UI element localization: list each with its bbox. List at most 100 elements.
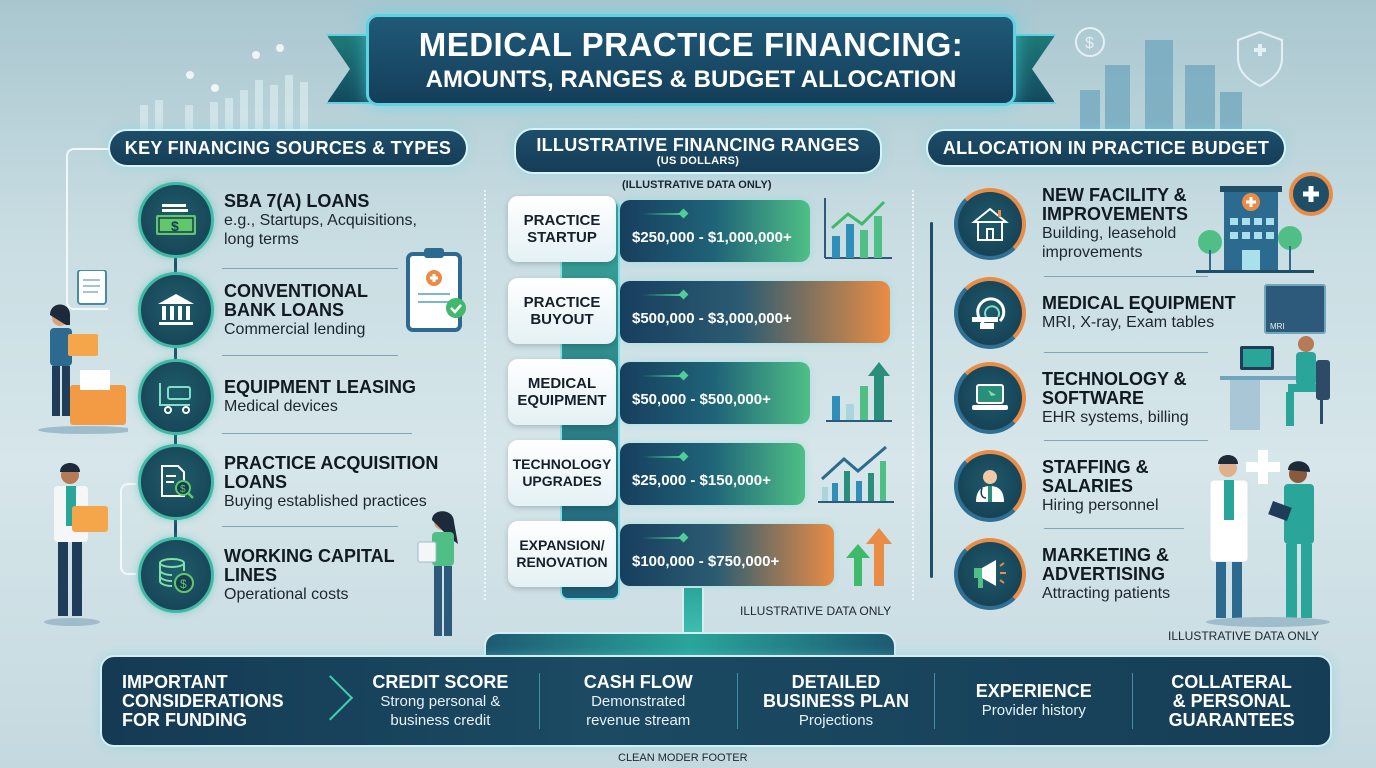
businesswoman-with-folder-illustration [38, 270, 128, 434]
source-title: EQUIPMENT LEASING [224, 377, 417, 397]
footer-separator [736, 673, 738, 729]
consideration-desc: Projections [798, 711, 874, 729]
cart-icon [138, 359, 214, 435]
source-desc: Medical devices [224, 398, 338, 415]
source-title: PRACTICE ACQUISITION LOANS [224, 452, 439, 492]
financing-sources-header-text: KEY FINANCING SOURCES & TYPES [124, 137, 452, 158]
range-value: $100,000 - $750,000+ [632, 552, 780, 570]
footer-separator [538, 673, 540, 729]
footer-caption: CLEAN MODER FOOTER [618, 752, 748, 764]
background-city-skyline-decoration: $ [1075, 27, 1283, 130]
right-connector-line [930, 222, 933, 578]
arrow-icon [642, 375, 684, 377]
financing-source-sba-loans: $ SBA 7(A) LOANS e.g., Startups, Acquisi… [138, 180, 478, 260]
allocation-desc: EHR systems, billing [1042, 408, 1189, 426]
divider [222, 268, 398, 269]
funding-considerations-footer: IMPORTANT CONSIDERATIONS FOR FUNDING CRE… [100, 655, 1332, 747]
mri-scanner-icon [954, 277, 1026, 349]
range-label-technology-upgrades: TECHNOLOGY UPGRADES [508, 440, 616, 506]
section-divider-right [912, 190, 914, 600]
doctor-and-nurse-illustration [1206, 450, 1330, 627]
left-bracket-line [66, 148, 108, 310]
consideration-business-plan: DETAILED BUSINESS PLAN Projections [738, 671, 935, 730]
title-line-2: AMOUNTS, RANGES & BUDGET ALLOCATION [425, 66, 957, 93]
allocation-title: MARKETING & ADVERTISING [1042, 544, 1169, 584]
divider [1044, 352, 1208, 353]
budget-allocation-header: ALLOCATION IN PRACTICE BUDGET [926, 129, 1286, 167]
range-value: $25,000 - $150,000+ [632, 471, 771, 489]
financing-sources-header: KEY FINANCING SOURCES & TYPES [108, 129, 468, 167]
budget-allocation-header-text: ALLOCATION IN PRACTICE BUDGET [942, 137, 1270, 158]
megaphone-icon [954, 538, 1026, 610]
consideration-title: DETAILED BUSINESS PLAN [762, 671, 909, 711]
svg-text:$: $ [180, 577, 187, 591]
range-bar-technology-upgrades: $25,000 - $150,000+ [620, 443, 805, 505]
divider [1044, 440, 1208, 441]
laptop-icon [954, 362, 1026, 434]
divider [1044, 276, 1208, 277]
allocation-staffing-salaries: STAFFING & SALARIES Hiring personnel [954, 443, 1254, 529]
range-bar-expansion-renovation: $100,000 - $750,000+ [620, 524, 834, 586]
source-title: SBA 7(A) LOANS [224, 190, 370, 211]
footer-separator [934, 673, 936, 729]
range-value: $250,000 - $1,000,000+ [632, 228, 792, 246]
consideration-collateral: COLLATERAL & PERSONAL GUARANTEES [1133, 672, 1330, 730]
range-label-medical-equipment: MEDICAL EQUIPMENT [508, 359, 616, 425]
range-label-expansion-renovation: EXPANSION/ RENOVATION [508, 521, 616, 587]
line-bar-chart-icon [818, 445, 894, 503]
allocation-marketing-advertising: MARKETING & ADVERTISING Attracting patie… [954, 531, 1254, 617]
clipboard-checklist-illustration [406, 248, 466, 332]
consideration-desc: Strong personal & business credit [380, 692, 501, 729]
title-line-1: MEDICAL PRACTICE FINANCING: [418, 26, 964, 63]
footer-separator [1132, 673, 1134, 729]
source-desc: Operational costs [224, 585, 349, 603]
allocation-technology-software: TECHNOLOGY & SOFTWARE EHR systems, billi… [954, 355, 1254, 441]
range-label-practice-buyout: PRACTICE BUYOUT [508, 278, 616, 344]
source-desc: Commercial lending [224, 320, 366, 338]
allocation-desc: Attracting patients [1042, 584, 1171, 602]
svg-text:$: $ [180, 484, 186, 495]
consideration-title: CASH FLOW [583, 671, 693, 692]
bar-chart-trend-icon [824, 198, 892, 259]
financing-source-working-capital: $ WORKING CAPITAL LINES Operational cost… [138, 535, 478, 615]
source-desc: e.g., Startups, Acquisitions, long terms [224, 211, 417, 248]
nurse-at-computer-illustration [1220, 336, 1330, 430]
consideration-desc: Provider history [981, 702, 1086, 719]
money-icon: $ [138, 182, 214, 258]
arrow-icon [642, 537, 684, 539]
illustrative-note-top: (ILLUSTRATIVE DATA ONLY) [622, 179, 772, 191]
arrow-icon [642, 294, 684, 296]
consideration-cash-flow: CASH FLOW Demonstrated revenue stream [540, 671, 737, 730]
consideration-experience: EXPERIENCE Provider history [935, 682, 1132, 720]
page-title: MEDICAL PRACTICE FINANCING: AMOUNTS, RAN… [366, 14, 1016, 106]
allocation-desc: Hiring personnel [1042, 496, 1159, 514]
consideration-title: CREDIT SCORE [372, 671, 509, 692]
allocation-title: NEW FACILITY & IMPROVEMENTS [1042, 185, 1189, 224]
range-bar-practice-buyout: $500,000 - $3,000,000+ [620, 281, 890, 343]
house-icon [954, 188, 1026, 260]
allocation-title: STAFFING & SALARIES [1042, 456, 1149, 496]
hospital-building-illustration [1196, 172, 1333, 273]
svg-text:$: $ [1085, 35, 1094, 52]
arrow-icon [642, 456, 684, 458]
consideration-credit-score: CREDIT SCORE Strong personal & business … [342, 671, 539, 730]
mri-scan-panel: MRI [1264, 284, 1326, 334]
divider [222, 526, 398, 527]
center-to-footer-stem [682, 588, 704, 636]
consideration-title: EXPERIENCE [975, 681, 1092, 701]
source-title: CONVENTIONAL BANK LOANS [224, 280, 368, 320]
allocation-desc: MRI, X-ray, Exam tables [1042, 314, 1215, 331]
financing-ranges-header: ILLUSTRATIVE FINANCING RANGES (US DOLLAR… [514, 128, 882, 174]
consideration-desc: Demonstrated revenue stream [586, 692, 691, 729]
range-value: $50,000 - $500,000+ [632, 390, 771, 408]
financing-source-equipment-leasing: EQUIPMENT LEASING Medical devices [138, 357, 478, 437]
financing-source-acquisition-loans: $ PRACTICE ACQUISITION LOANS Buying esta… [138, 442, 478, 522]
range-value: $500,000 - $3,000,000+ [632, 309, 792, 327]
footer-lead-title: IMPORTANT CONSIDERATIONS FOR FUNDING [122, 671, 284, 730]
background-chart-decoration [140, 44, 308, 130]
source-desc: Buying established practices [224, 492, 427, 510]
divider [222, 433, 412, 434]
allocation-desc: Building, leasehold improvements [1042, 225, 1177, 261]
financing-ranges-header-sub: (US DOLLARS) [656, 155, 740, 167]
illustrative-note-bottom: ILLUSTRATIVE DATA ONLY [740, 604, 892, 618]
